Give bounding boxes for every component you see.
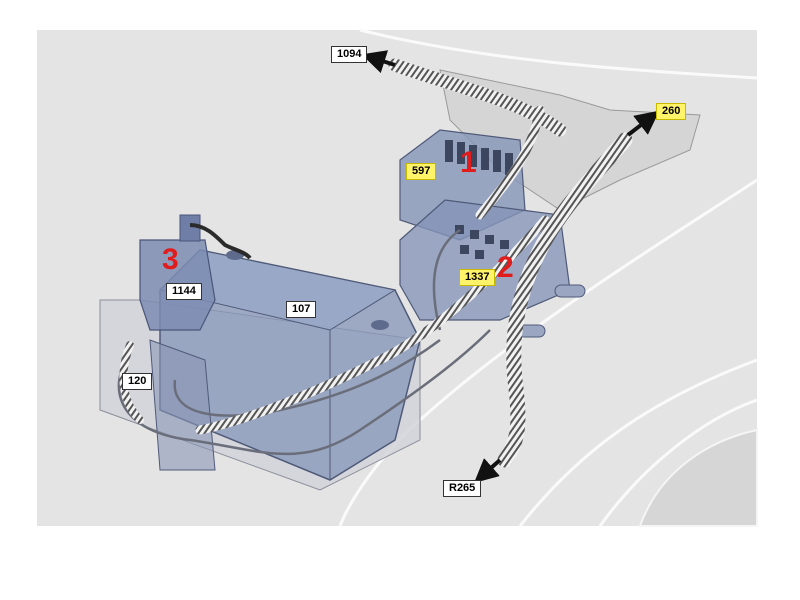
corrugated-harness — [119, 58, 633, 468]
callout-1144: 1144 — [166, 283, 202, 300]
battery-clamp-cable — [189, 223, 252, 260]
callout-R265: R265 — [443, 480, 482, 497]
vehicle-body-outline — [338, 28, 758, 527]
wheel-arch — [638, 428, 758, 527]
callout-1337: 1337 — [459, 269, 496, 286]
callout-1094: 1094 — [331, 46, 368, 63]
marker-1: 1 — [460, 146, 477, 179]
marker-2: 2 — [497, 251, 514, 284]
callout-120: 120 — [122, 373, 153, 390]
thin-cables — [117, 228, 491, 456]
callout-597: 597 — [406, 163, 437, 180]
callout-arrows — [361, 50, 660, 483]
callout-260: 260 — [656, 103, 687, 120]
marker-3: 3 — [162, 243, 179, 276]
callout-107: 107 — [286, 301, 317, 318]
